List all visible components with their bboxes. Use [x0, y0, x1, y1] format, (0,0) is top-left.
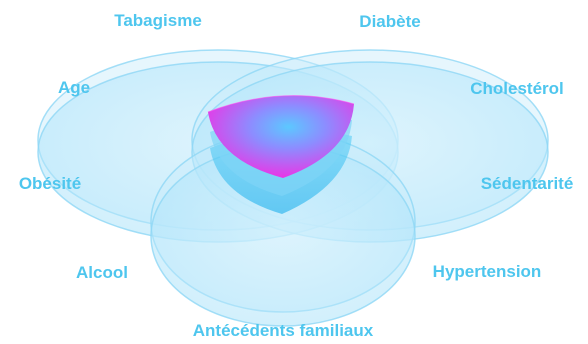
label-age: Age	[58, 79, 90, 96]
label-alcool: Alcool	[76, 264, 128, 281]
label-hypertension: Hypertension	[433, 263, 542, 280]
label-obesite: Obésité	[19, 175, 81, 192]
label-antecedents-familiaux: Antécédents familiaux	[193, 322, 373, 339]
label-tabagisme: Tabagisme	[114, 12, 202, 29]
label-sedentarite: Sédentarité	[481, 175, 574, 192]
label-diabete: Diabète	[359, 13, 420, 30]
label-cholesterol: Cholestérol	[470, 80, 564, 97]
